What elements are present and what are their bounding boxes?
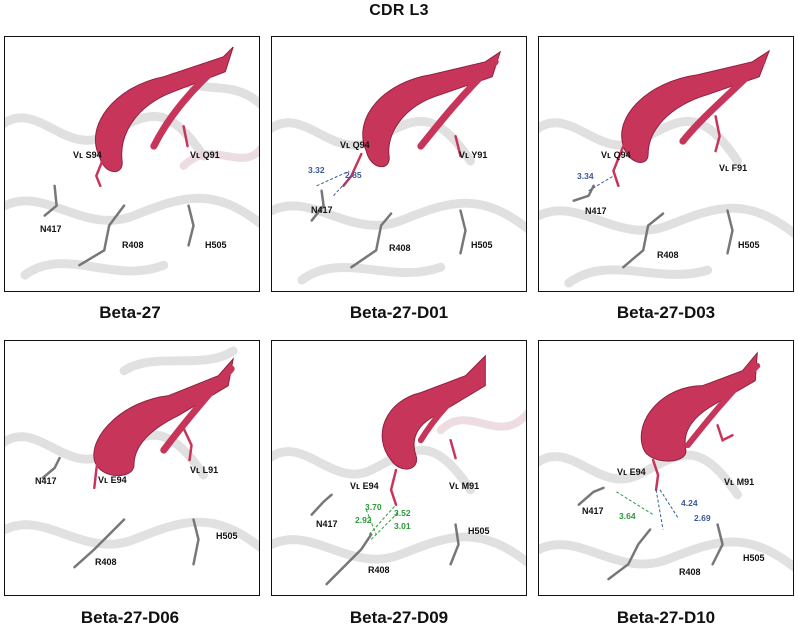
distance-label: 3.34 [577, 171, 594, 181]
distance-label: 3.70 [365, 502, 382, 512]
distance-label: 3.64 [619, 511, 636, 521]
label-vl-91: Vʟ F91 [719, 163, 748, 173]
label-vl-94: Vʟ E94 [617, 467, 646, 477]
structure-image [272, 354, 526, 586]
label-vl-94: Vʟ E94 [98, 475, 127, 485]
distance-label: 2.69 [694, 513, 711, 523]
label-h505: H505 [216, 531, 238, 541]
structure-image [539, 351, 793, 581]
label-r408: R408 [95, 557, 117, 567]
distance-label: 3.52 [394, 508, 411, 518]
label-vl-94: Vʟ Q94 [340, 140, 370, 150]
panel-beta-27: Vʟ S94 Vʟ Q91 N417 R408 H505 [4, 36, 260, 292]
panel-beta-27-d10: Vʟ E94 Vʟ M91 N417 R408 H505 3.64 4.24 2… [538, 340, 794, 596]
caption-beta-27-d03: Beta-27-D03 [616, 303, 716, 322]
caption-beta-27-d01: Beta-27-D01 [349, 303, 449, 322]
label-vl-91: Vʟ Q91 [190, 150, 220, 160]
label-vl-91: Vʟ Y91 [459, 150, 488, 160]
label-vl-91: Vʟ L91 [190, 465, 219, 475]
label-n417: N417 [582, 506, 604, 516]
structure-image [5, 46, 259, 280]
label-h505: H505 [743, 553, 765, 563]
label-r408: R408 [679, 567, 701, 577]
label-n417: N417 [585, 206, 607, 216]
panel-beta-27-d01: Vʟ Q94 Vʟ Y91 N417 R408 H505 3.32 2.85 [271, 36, 527, 292]
panel-beta-27-d03: Vʟ Q94 Vʟ F91 N417 R408 H505 3.34 [538, 36, 794, 292]
label-vl-94: Vʟ E94 [350, 481, 379, 491]
label-r408: R408 [389, 243, 411, 253]
panel-beta-27-d09: Vʟ E94 Vʟ M91 N417 R408 H505 3.70 3.52 2… [271, 340, 527, 596]
label-r408: R408 [368, 565, 390, 575]
label-vl-94: Vʟ S94 [73, 150, 102, 160]
caption-beta-27-d06: Beta-27-D06 [80, 608, 180, 627]
structure-image [539, 49, 793, 288]
label-n417: N417 [35, 476, 57, 486]
distance-label: 3.32 [308, 165, 325, 175]
label-n417: N417 [40, 224, 62, 234]
label-n417: N417 [316, 519, 338, 529]
label-h505: H505 [205, 240, 227, 250]
label-vl-94: Vʟ Q94 [601, 150, 631, 160]
panel-beta-27-d06: N417 Vʟ E94 Vʟ L91 R408 H505 [4, 340, 260, 596]
structure-image [272, 50, 526, 285]
label-r408: R408 [657, 250, 679, 260]
distance-label: 4.24 [681, 498, 698, 508]
label-h505: H505 [471, 240, 493, 250]
label-h505: H505 [468, 526, 490, 536]
label-vl-91: Vʟ M91 [724, 477, 755, 487]
label-h505: H505 [738, 240, 760, 250]
distance-label: 3.01 [394, 521, 411, 531]
caption-beta-27: Beta-27 [99, 303, 161, 322]
label-r408: R408 [122, 240, 144, 250]
caption-beta-27-d10: Beta-27-D10 [616, 608, 716, 627]
label-vl-91: Vʟ M91 [449, 481, 480, 491]
distance-label: 2.85 [345, 170, 362, 180]
figure-title: CDR L3 [369, 2, 429, 19]
label-n417: N417 [311, 205, 333, 215]
caption-beta-27-d09: Beta-27-D09 [349, 608, 449, 627]
structure-image [5, 346, 259, 569]
distance-label: 2.92 [355, 515, 372, 525]
